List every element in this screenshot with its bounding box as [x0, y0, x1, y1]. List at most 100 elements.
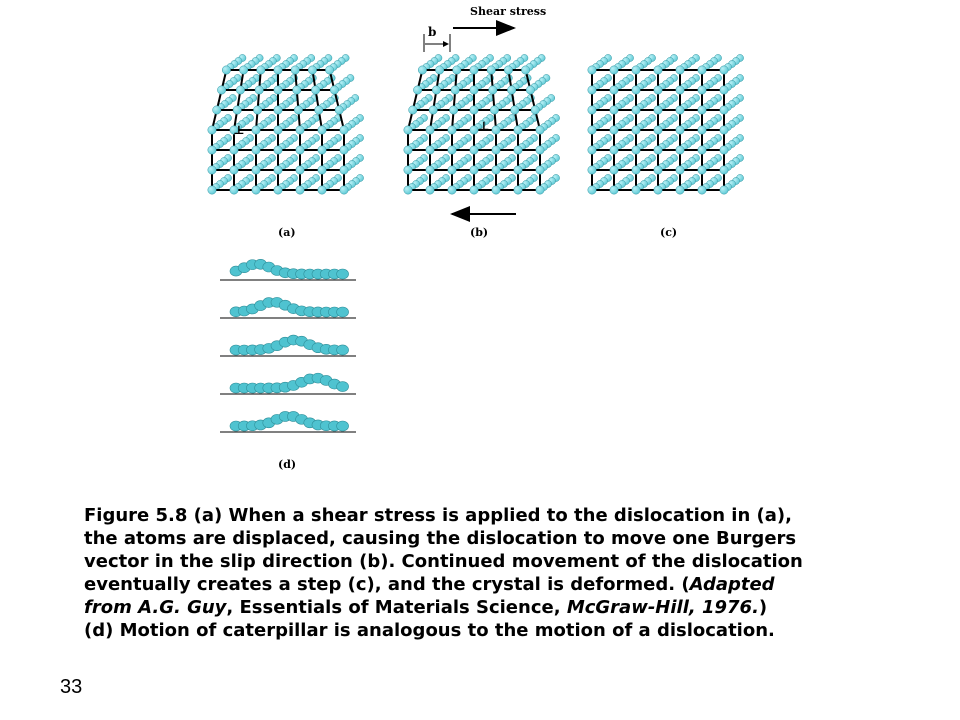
lattice-atom	[631, 165, 641, 175]
lattice-atom	[229, 145, 239, 155]
lattice-atom	[229, 185, 239, 195]
lattice-atom	[329, 85, 339, 95]
lattice-atom	[697, 125, 707, 135]
lattice-atom	[403, 125, 413, 135]
lattice-atom	[290, 65, 300, 75]
lattice-atom	[469, 65, 479, 75]
caterpillar-segment	[336, 420, 349, 432]
lattice-atom	[273, 65, 283, 75]
lattice-atom	[207, 165, 217, 175]
lattice-atom	[469, 185, 479, 195]
lattice-atom	[449, 105, 459, 115]
dislocation-figure: Shear stress b ⊥ ⊥ (a) (b) (c) (d)	[207, 5, 744, 471]
lattice-atom	[452, 65, 462, 75]
lattice-atom	[609, 125, 619, 135]
lattice-atom	[273, 125, 283, 135]
lattice-atom	[232, 105, 242, 115]
lattice-atom	[317, 185, 327, 195]
lattice-atom	[425, 185, 435, 195]
lattice-atom	[719, 165, 729, 175]
lattice-atom	[521, 65, 531, 75]
lattice-atom	[417, 65, 427, 75]
lattice-atom	[273, 105, 283, 115]
lattice-atom	[530, 105, 540, 115]
lattice-atom	[256, 65, 266, 75]
lattice-atom	[653, 65, 663, 75]
lattice-atom	[697, 105, 707, 115]
lattice-atom	[609, 65, 619, 75]
caterpillar-segment	[336, 381, 349, 392]
lattice-atom	[403, 185, 413, 195]
lattice-atom	[719, 185, 729, 195]
lattice-atom	[239, 65, 249, 75]
lattice-atom	[491, 185, 501, 195]
lattice-atom	[491, 165, 501, 175]
lattice-atom	[653, 105, 663, 115]
lattice-atom	[292, 85, 302, 95]
lattice-atom	[697, 185, 707, 195]
lattice-atom	[229, 165, 239, 175]
lattice-atom	[450, 85, 460, 95]
lattice-atom	[587, 105, 597, 115]
lattice-atom	[273, 165, 283, 175]
lattice-atom	[469, 165, 479, 175]
lattice-atom	[631, 105, 641, 115]
lattice-atom	[334, 105, 344, 115]
lattice-atom	[339, 165, 349, 175]
lattice-atom	[435, 65, 445, 75]
lattice-atom	[697, 145, 707, 155]
lattice-atom	[697, 65, 707, 75]
panel-label-a: (a)	[278, 226, 296, 239]
lattice-atom	[207, 185, 217, 195]
lattice-atom	[697, 85, 707, 95]
lattice-atom	[675, 125, 685, 135]
lattice-atom	[447, 145, 457, 155]
lattice-atom	[525, 85, 535, 95]
lattice-atom	[491, 125, 501, 135]
lattice-atom	[447, 185, 457, 195]
lattice-atom	[719, 125, 729, 135]
caterpillar-segment	[336, 344, 349, 356]
lattice-atom	[469, 145, 479, 155]
slide-number: 33	[60, 676, 83, 698]
panel-label-b: (b)	[470, 226, 488, 239]
burgers-vector-label: b	[428, 25, 436, 39]
lattice-atom	[631, 125, 641, 135]
lattice-atom	[513, 145, 523, 155]
lattice-atom	[221, 65, 231, 75]
lattice-atom	[653, 145, 663, 155]
caption-line-3: vector in the slip direction (b). Contin…	[84, 551, 803, 572]
lattice-atom	[317, 125, 327, 135]
lattice-atom	[507, 85, 517, 95]
lattice-atom	[631, 145, 641, 155]
lattice-atom	[307, 65, 317, 75]
lattice-atom	[207, 145, 217, 155]
lattice-atom	[403, 165, 413, 175]
caption-line-6: (d) Motion of caterpillar is analogous t…	[84, 620, 775, 641]
lattice-atom	[207, 125, 217, 135]
lattice-atom	[428, 105, 438, 115]
lattice-atom	[535, 125, 545, 135]
lattice-atom	[295, 165, 305, 175]
lattice-atom	[425, 125, 435, 135]
lattice-atom	[653, 85, 663, 95]
lattice-atom	[587, 65, 597, 75]
lattice-atom	[317, 145, 327, 155]
caption-line-1: Figure 5.8 (a) When a shear stress is ap…	[84, 505, 792, 526]
lattice-atom	[469, 85, 479, 95]
lattice-atom	[431, 85, 441, 95]
lattice-atom	[675, 105, 685, 115]
lattice-atom	[609, 105, 619, 115]
lattice-atom	[253, 105, 263, 115]
caption-line-2: the atoms are displaced, causing the dis…	[84, 528, 797, 549]
caption-line-4: eventually creates a step (c), and the c…	[84, 574, 775, 595]
lattice-atom	[325, 65, 335, 75]
lattice-atom	[631, 85, 641, 95]
lattice-atom	[469, 125, 479, 135]
lattice-atom	[314, 105, 324, 115]
lattice-atom	[339, 125, 349, 135]
lattice-atom	[719, 65, 729, 75]
lattice-atom	[587, 165, 597, 175]
lattice-atom	[295, 145, 305, 155]
lattice-atom	[235, 85, 245, 95]
